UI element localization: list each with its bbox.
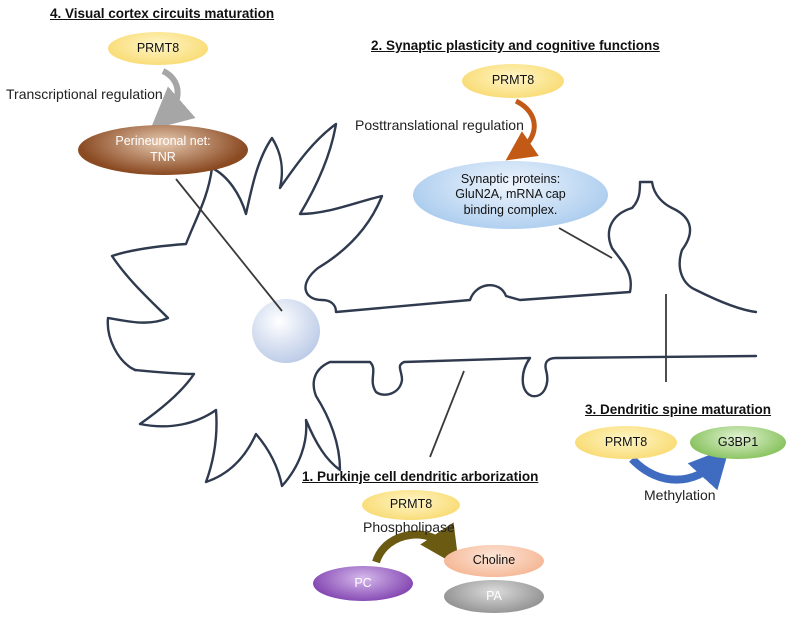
synaptic-proteins-line2: GluN2A, mRNA cap xyxy=(455,187,566,202)
prmt8-oval-spine: PRMT8 xyxy=(575,426,677,459)
pc-oval: PC xyxy=(313,566,413,601)
posttranslational-arrow xyxy=(505,98,539,161)
heading-synaptic-plasticity: 2. Synaptic plasticity and cognitive fun… xyxy=(371,38,660,53)
transcriptional-regulation-label: Transcriptional regulation xyxy=(6,86,163,102)
tnr-label-line2: TNR xyxy=(150,150,176,164)
phospholipase-arrow xyxy=(372,522,460,567)
synaptic-proteins-line3: binding complex. xyxy=(463,202,558,217)
transcriptional-arrow xyxy=(150,68,196,130)
prmt8-oval-purkinje: PRMT8 xyxy=(362,490,460,520)
heading-purkinje: 1. Purkinje cell dendritic arborization xyxy=(302,469,539,484)
choline-oval: Choline xyxy=(444,545,544,577)
phospholipase-label: Phospholipase xyxy=(363,519,455,535)
pointer-line-synaptic xyxy=(558,227,613,259)
heading-visual-cortex: 4. Visual cortex circuits maturation xyxy=(50,6,275,21)
g3bp1-oval: G3BP1 xyxy=(690,426,786,459)
methylation-label: Methylation xyxy=(644,487,716,503)
pointer-line-visual-cortex xyxy=(175,178,283,312)
prmt8-oval-visual-cortex: PRMT8 xyxy=(108,32,208,65)
synaptic-proteins-line1: Synaptic proteins: xyxy=(460,171,561,186)
tnr-oval: Perineuronal net: TNR xyxy=(78,125,248,175)
heading-dendritic-spine: 3. Dendritic spine maturation xyxy=(585,402,772,417)
pa-oval: PA xyxy=(444,580,544,613)
neuron-outline-upper xyxy=(106,122,758,372)
pointer-line-purkinje xyxy=(429,370,465,458)
synaptic-proteins-oval: Synaptic proteins: GluN2A, mRNA cap bind… xyxy=(413,161,608,229)
methylation-arrow xyxy=(629,447,730,491)
prmt8-oval-synaptic: PRMT8 xyxy=(462,64,564,98)
cell-soma xyxy=(252,299,320,363)
neuron-outline-lower xyxy=(133,354,758,488)
tnr-label-line1: Perineuronal net: xyxy=(115,134,211,149)
posttranslational-regulation-label: Posttranslational regulation xyxy=(355,117,524,133)
